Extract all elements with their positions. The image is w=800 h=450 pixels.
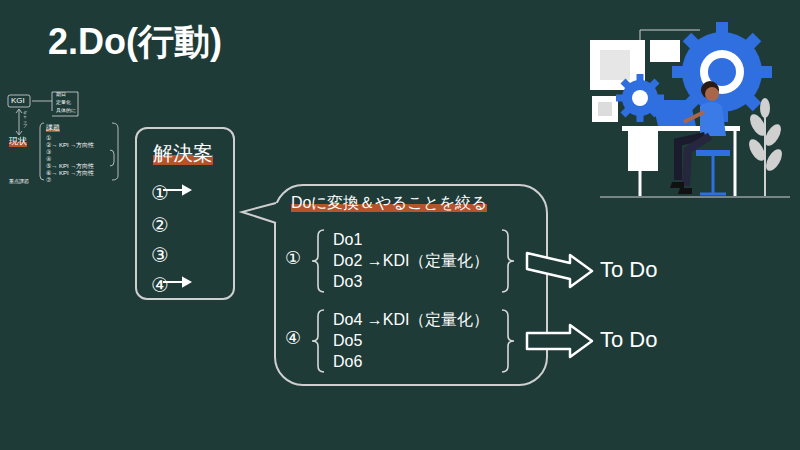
item-number: ①: [151, 181, 169, 205]
bubble-heading: Doに変換＆やることを絞る: [291, 193, 487, 212]
thumb-note: 重点課題: [9, 178, 29, 184]
thumb-note: 定量化: [56, 99, 71, 105]
item-number: ②: [151, 213, 169, 237]
thumb-row: ⑦: [46, 177, 51, 184]
box-heading: 解決案: [153, 141, 213, 165]
do-group: ① Do1Do2 →KDI（定量化） Do3: [283, 228, 517, 294]
do-item: Do4 →KDI（定量化）: [333, 310, 489, 329]
do-item: Do1: [333, 230, 362, 249]
page-title: 2.Do(行動): [48, 20, 222, 63]
thumb-gap: ギャップ: [23, 111, 27, 129]
thumb-note: 期日: [56, 91, 66, 97]
todo-node: To Do: [600, 257, 690, 285]
braces: [312, 230, 514, 372]
do-item: Do2 →KDI（定量化）: [333, 251, 489, 270]
thumb-row: ⑥→ KPI →方向性: [46, 170, 94, 177]
todo-label: To Do: [600, 257, 657, 283]
do-group: ④ Do4 →KDI（定量化） Do5Do6: [283, 308, 517, 374]
speech-bubble-box: Doに変換＆やることを絞る ① Do1Do2 →KDI（定量化） Do3 ④ Do4 →K…: [275, 185, 547, 385]
todo-node: To Do: [600, 327, 690, 355]
do-item: Do6: [333, 352, 362, 371]
block-arrow: [527, 253, 592, 287]
do-item: Do5: [333, 331, 362, 350]
thumb-current: 現状: [9, 136, 27, 147]
thumb-kgi: KGI: [11, 96, 25, 106]
speech-bubble: [242, 185, 547, 385]
todo-label: To Do: [600, 327, 657, 353]
thumbnail-lines: [8, 92, 118, 180]
do-item: Do3: [333, 272, 362, 291]
thumb-row: ①: [46, 135, 51, 142]
thumb-row: ②→ KPI →方向性: [46, 142, 94, 149]
item-number: ③: [151, 243, 169, 267]
thumb-note: 具体的に: [56, 107, 76, 113]
group-number: ①: [285, 248, 301, 270]
thumb-issue: 課題: [46, 124, 60, 132]
solution-box: 解決案 ① ② ③ ④: [135, 127, 235, 300]
group-number: ④: [285, 328, 301, 350]
item-number: ④: [151, 273, 169, 297]
thumb-row: ④: [46, 156, 51, 163]
thumb-row: ⑤→ KPI →方向性: [46, 163, 94, 170]
office-illustration: [590, 22, 790, 197]
thumb-row: ③: [46, 149, 51, 156]
block-arrow: [527, 325, 592, 357]
